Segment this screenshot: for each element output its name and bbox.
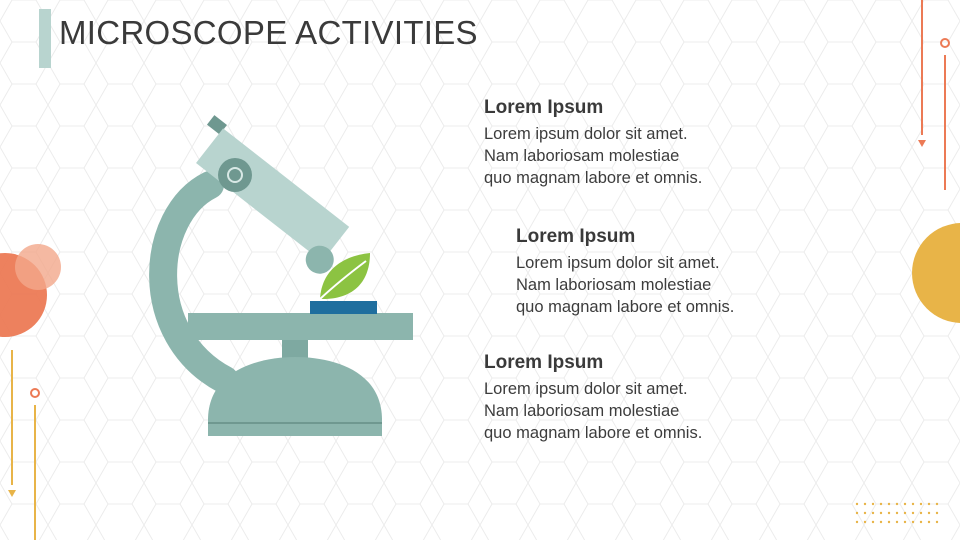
text-block-3: Lorem Ipsum Lorem ipsum dolor sit amet. … [484, 352, 784, 444]
yellow-circle [912, 223, 960, 323]
microscope-stage [188, 313, 413, 340]
left-decoration [0, 244, 61, 540]
microscope-base [208, 357, 382, 420]
microscope-illustration [149, 115, 413, 436]
dot-grid [855, 502, 939, 524]
block-heading: Lorem Ipsum [516, 226, 636, 247]
text-block-1: Lorem Ipsum Lorem ipsum dolor sit amet. … [484, 97, 784, 189]
microscope-objective [305, 245, 334, 274]
block-body: Lorem ipsum dolor sit amet. Nam laborios… [484, 125, 703, 187]
right-decoration [912, 0, 960, 323]
microscope-pillar [282, 340, 308, 360]
text-block-2: Lorem Ipsum Lorem ipsum dolor sit amet. … [516, 226, 816, 318]
slide-title: MICROSCOPE ACTIVITIES [59, 14, 478, 51]
block-heading: Lorem Ipsum [484, 352, 604, 373]
microscope-base-plate [208, 418, 382, 436]
microscope-eyepiece [206, 115, 227, 135]
light-orange-circle [15, 244, 61, 290]
block-body: Lorem ipsum dolor sit amet. Nam laborios… [516, 254, 735, 316]
block-body: Lorem ipsum dolor sit amet. Nam laborios… [484, 380, 703, 442]
specimen-slide [310, 301, 377, 314]
block-heading: Lorem Ipsum [484, 97, 604, 118]
microscope-knob [218, 158, 252, 192]
title-accent-bar [39, 9, 51, 68]
microscope-arm [149, 171, 239, 394]
